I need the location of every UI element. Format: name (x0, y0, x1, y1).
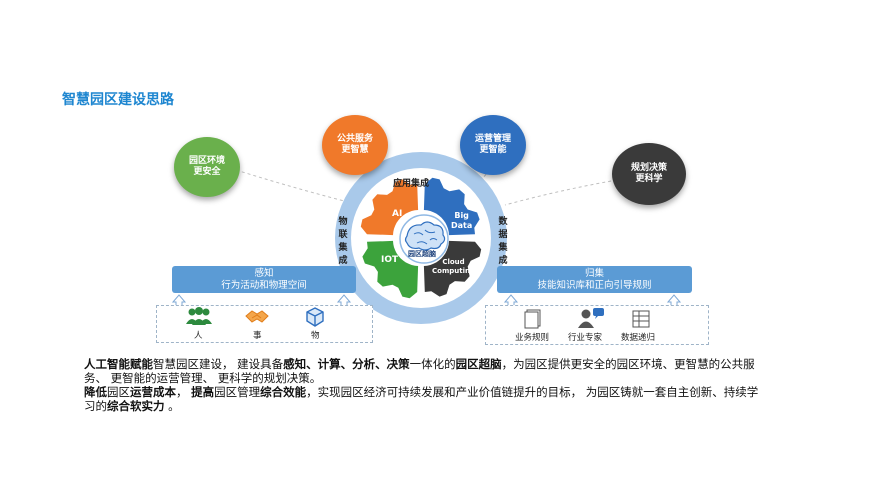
documents-icon (524, 309, 541, 329)
left-char-2: 集 (338, 243, 348, 253)
paragraph1-run-2: 感知、计算、分析、决策 (283, 357, 410, 371)
paragraph2-run-4: 提高 (191, 385, 215, 399)
paragraph1-run-1: 智慧园区建设， 建设具备 (153, 357, 284, 371)
paragraph2-run-5: 园区管理 (214, 385, 261, 399)
body-text: 人工智能赋能智慧园区建设， 建设具备感知、计算、分析、决策一体化的园区超脑，为园… (84, 357, 764, 413)
icon-label-person: 人 (194, 331, 203, 341)
gear-ai-label: AI (392, 209, 403, 219)
expert-icon (578, 308, 604, 328)
gear-ai-icon (360, 179, 419, 236)
paragraph-1: 人工智能赋能智慧园区建设， 建设具备感知、计算、分析、决策一体化的园区超脑，为园… (84, 357, 764, 385)
right-char-3: 成 (498, 256, 508, 266)
paragraph2-run-2: 运营成本 (130, 385, 176, 399)
gear-iot-label: IOT (381, 255, 399, 265)
icon-label-object: 物 (311, 331, 320, 341)
paragraph2-run-1: 园区 (107, 385, 130, 399)
right-char-2: 集 (498, 243, 508, 253)
bubble-public: 公共服务更智慧 (322, 115, 388, 175)
paragraph2-run-7: ，实现园区经济可持续发展和产业价值链提升的目标， 为园区铸就一套自主创新、持续学… (84, 385, 759, 413)
paragraph2-run-9: 。 (164, 399, 180, 413)
left-panel-title: 感知 (254, 267, 274, 279)
left-panel-subtitle: 行为活动和物理空间 (221, 279, 307, 291)
ring-label-left: 物联集成 (337, 216, 349, 268)
paragraph-2: 降低园区运营成本， 提高园区管理综合效能，实现园区经济可持续发展和产业价值链提升… (84, 385, 764, 413)
icon-label-business-rules: 业务规则 (515, 333, 550, 343)
right-char-1: 据 (498, 230, 508, 240)
bubble-env: 园区环境更安全 (174, 137, 240, 197)
paragraph2-run-0: 降低 (84, 385, 107, 399)
icon-label-industry-expert: 行业专家 (568, 333, 603, 343)
slide-title: 智慧园区建设思路 (62, 92, 174, 108)
handshake-icon (245, 310, 269, 323)
left-char-1: 联 (338, 230, 348, 240)
paragraph1-run-4: 园区超脑 (455, 357, 502, 371)
gear-bigdata-icon (423, 177, 480, 236)
ring-label-top: 应用集成 (393, 179, 430, 189)
icon-label-data-recursion: 数据递归 (621, 333, 656, 343)
brain-label: 园区超脑 (408, 250, 436, 258)
right-panel-title: 归集 (584, 267, 604, 279)
paragraph1-run-5: ，为园区提供更安全的园区环境、更智慧的公共服务、 更智能的运营管理、 更科学的规… (84, 357, 755, 385)
gear-iot-icon (362, 240, 419, 299)
left-char-3: 成 (338, 256, 348, 266)
ring-label-right: 数据集成 (497, 216, 509, 268)
paragraph2-run-3: ， (176, 385, 192, 399)
bubble-plan: 规划决策更科学 (612, 143, 686, 205)
icon-label-event: 事 (253, 331, 262, 341)
right-char-0: 数 (498, 217, 508, 227)
gear-cloud-icon (423, 240, 482, 297)
paragraph1-run-3: 一体化的 (409, 357, 456, 371)
paragraph2-run-8: 综合软实力 (107, 399, 165, 413)
cube-icon (306, 307, 324, 327)
paragraph1-run-0: 人工智能赋能 (84, 357, 153, 371)
left-panel: 感知 行为活动和物理空间 (172, 266, 356, 293)
right-panel-subtitle: 技能知识库和正向引导规则 (537, 279, 652, 291)
bubble-ops: 运营管理更智能 (460, 115, 526, 175)
brain-icon (404, 221, 446, 251)
data-icon (632, 310, 650, 328)
paragraph2-run-6: 综合效能 (260, 385, 307, 399)
people-icon (186, 307, 212, 325)
left-char-0: 物 (338, 217, 348, 227)
right-panel: 归集 技能知识库和正向引导规则 (497, 266, 692, 293)
